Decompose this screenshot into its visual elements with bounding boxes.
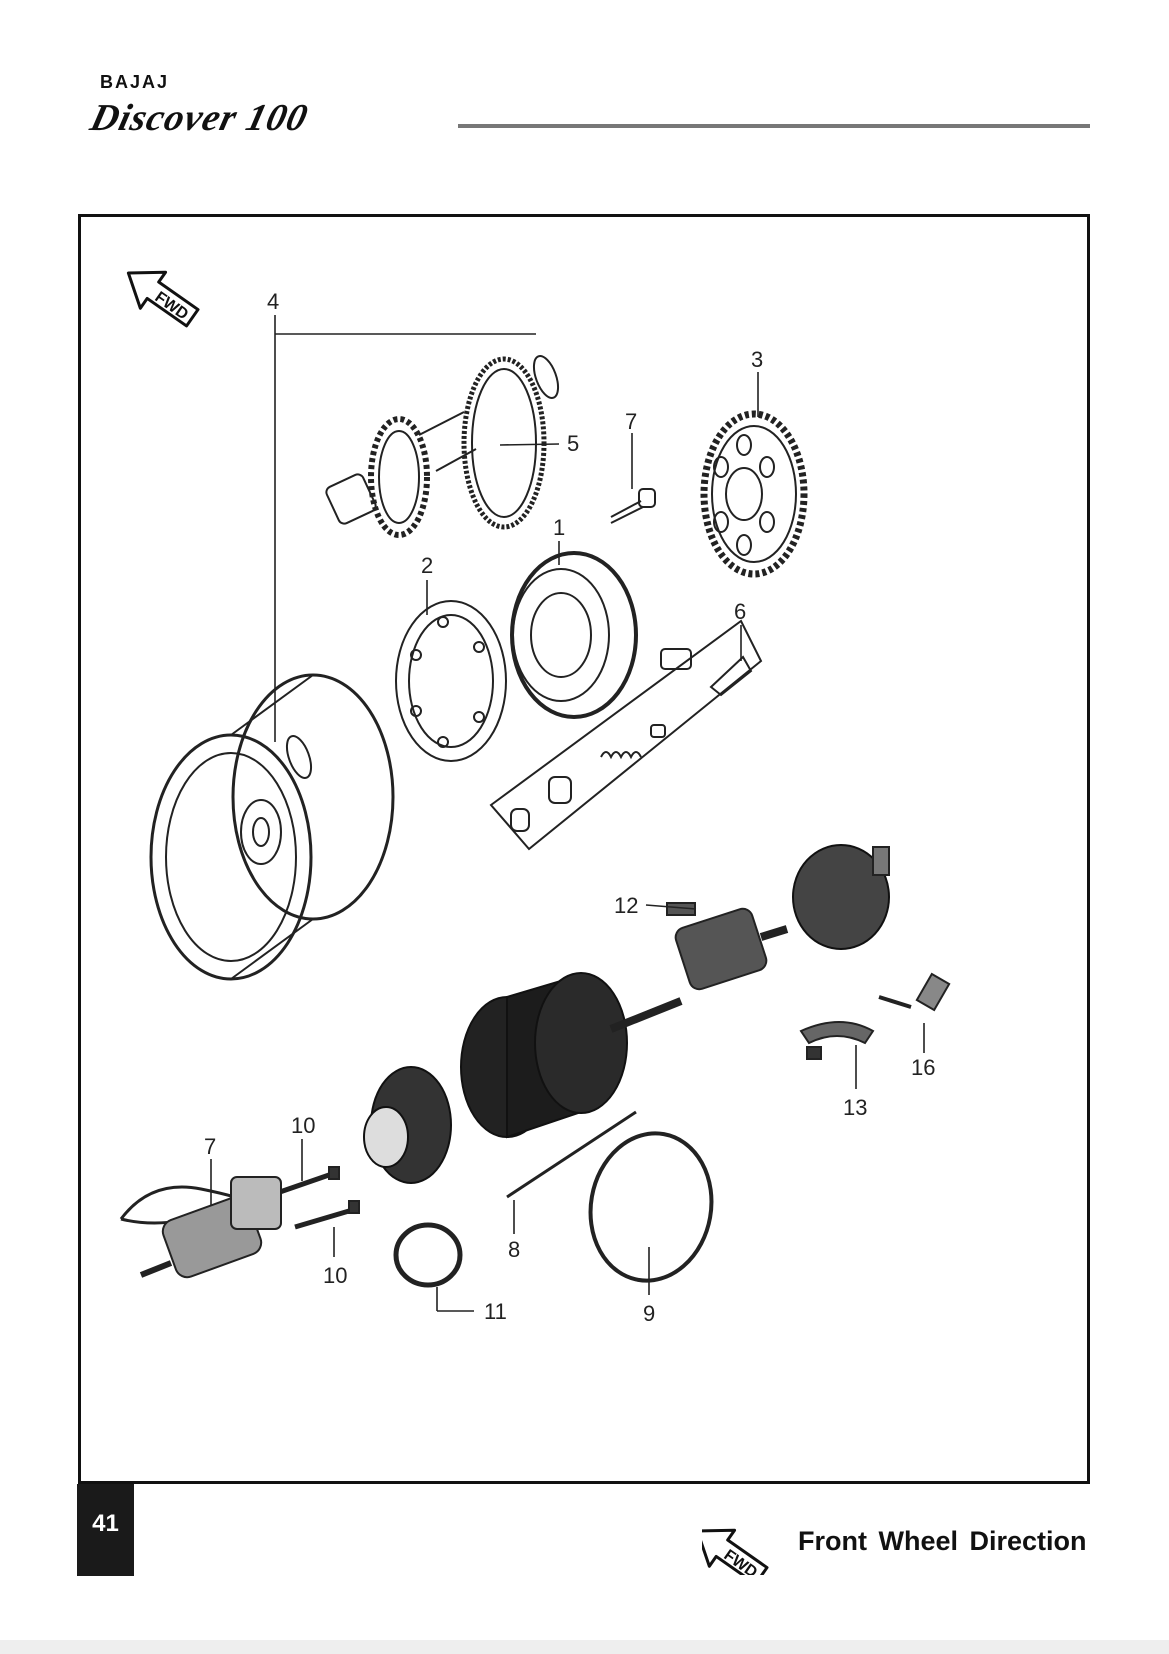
armature-housing bbox=[460, 972, 628, 1139]
one-way-clutch bbox=[510, 551, 638, 719]
rear-end-cover bbox=[792, 844, 890, 950]
callout-3: 3 bbox=[751, 347, 763, 372]
roller-spring-kit bbox=[489, 619, 763, 851]
fwd-legend-icon: FWD bbox=[702, 1528, 769, 1575]
exploded-diagram-frame: FWD bbox=[78, 214, 1090, 1484]
end-cover-front bbox=[363, 1066, 452, 1184]
armature bbox=[609, 907, 789, 1033]
mounting-bolts bbox=[276, 1166, 360, 1230]
callout-8: 8 bbox=[508, 1237, 520, 1262]
gear-shaft-assembly bbox=[325, 356, 547, 538]
callout-1: 1 bbox=[553, 515, 565, 540]
leader-lines bbox=[210, 315, 925, 1312]
callout-9: 9 bbox=[643, 1301, 655, 1326]
callout-2: 2 bbox=[421, 553, 433, 578]
brush-holder bbox=[799, 1021, 875, 1060]
callout-10-top: 10 bbox=[291, 1113, 315, 1138]
page-number-box: 41 bbox=[77, 1484, 134, 1576]
callout-7-top: 7 bbox=[625, 409, 637, 434]
model-logo: Discover 100 bbox=[86, 97, 313, 139]
clutch-plate bbox=[395, 600, 507, 762]
starter-sprocket bbox=[700, 410, 808, 578]
through-bolt bbox=[506, 1110, 637, 1199]
circlip-top bbox=[532, 355, 560, 399]
bottom-strip bbox=[0, 1640, 1169, 1654]
page-number: 41 bbox=[92, 1510, 119, 1537]
starter-motor bbox=[119, 1176, 282, 1279]
callout-12: 12 bbox=[614, 893, 638, 918]
callout-6: 6 bbox=[734, 599, 746, 624]
flywheel-rotor bbox=[149, 673, 395, 981]
callout-10-bottom: 10 bbox=[323, 1263, 347, 1288]
exploded-parts-diagram: FWD bbox=[119, 270, 951, 1326]
o-ring-large bbox=[588, 1131, 714, 1283]
callout-4: 4 bbox=[267, 289, 279, 314]
callout-16: 16 bbox=[911, 1055, 935, 1080]
callout-5: 5 bbox=[567, 431, 579, 456]
circlip-bottom bbox=[285, 735, 313, 779]
callout-11: 11 bbox=[484, 1299, 507, 1324]
sprocket-bolt bbox=[610, 488, 656, 524]
legend-text: Front Wheel Direction bbox=[798, 1526, 1087, 1556]
callout-7-bottom: 7 bbox=[204, 1134, 216, 1159]
header-rule bbox=[458, 124, 1090, 128]
fwd-arrow-icon: FWD bbox=[126, 270, 200, 328]
terminal-bolt bbox=[878, 972, 951, 1012]
o-ring-small bbox=[393, 1222, 463, 1288]
brand-name: BAJAJ bbox=[100, 72, 170, 92]
callout-13: 13 bbox=[843, 1095, 867, 1120]
